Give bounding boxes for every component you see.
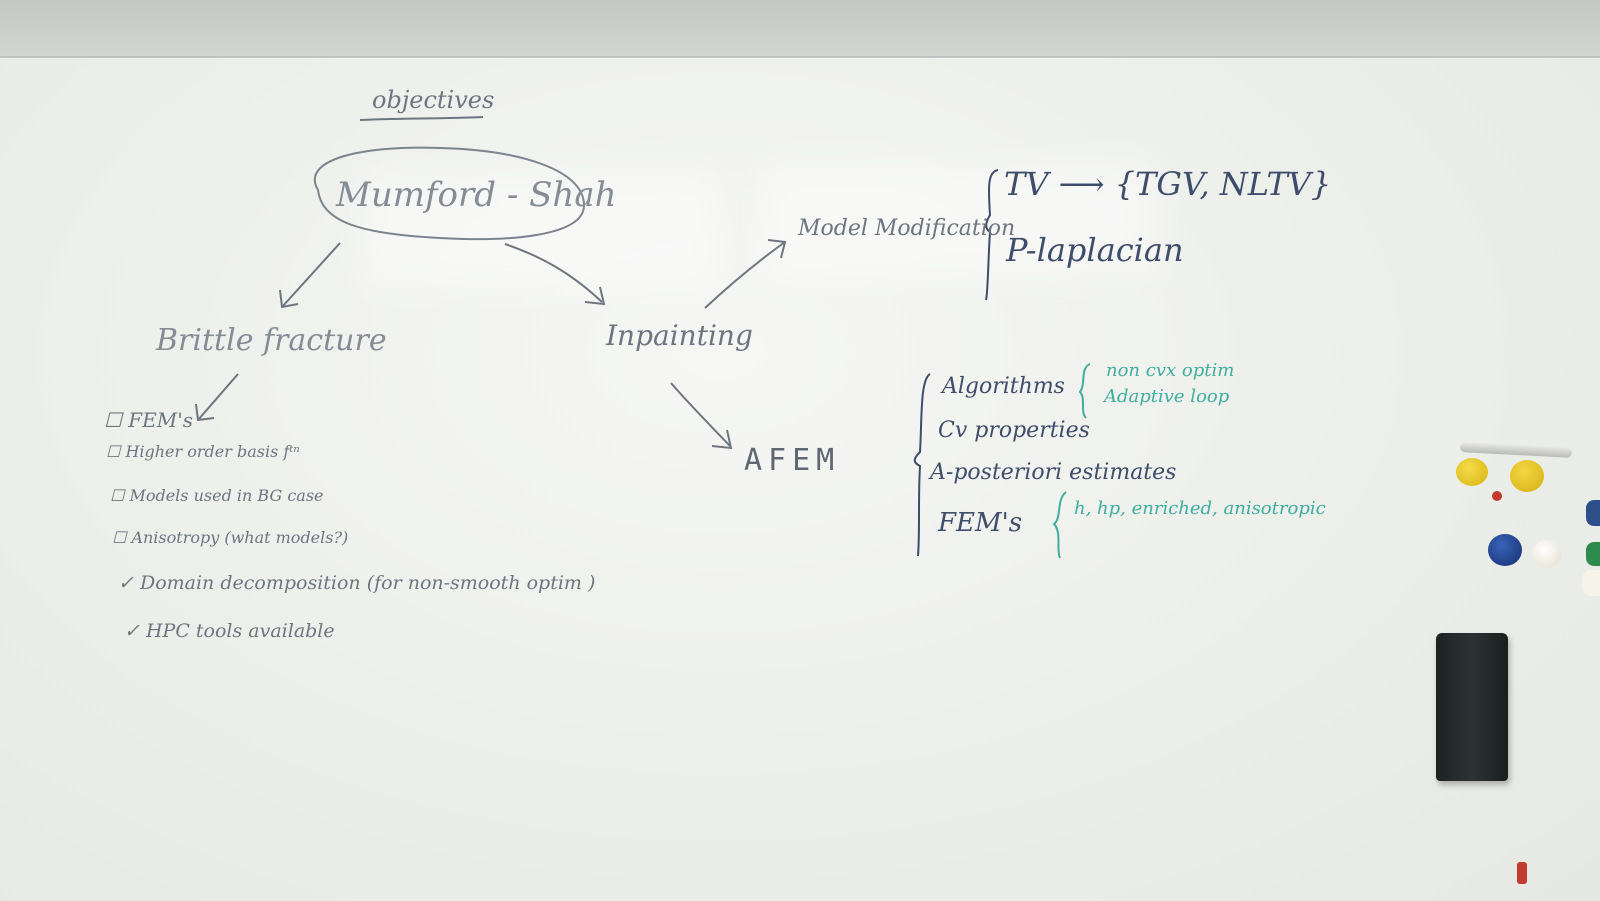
arrow-to-brittle-fracture — [281, 242, 341, 308]
check-icon: ✓ — [118, 572, 134, 594]
checkbox-icon: ☐ — [104, 408, 122, 432]
checkbox-icon: ☐ — [106, 442, 121, 461]
green-magnet — [1586, 542, 1600, 566]
list-item: ☐ Higher order basis fᵗⁿ — [106, 444, 300, 460]
yellow-magnet — [1510, 460, 1544, 492]
algorithms-sub-adaptive-loop: Adaptive loop — [1104, 386, 1230, 407]
brace-fems — [1052, 491, 1067, 559]
list-item-text: Models used in BG case — [129, 486, 324, 505]
inpainting-label: Inpainting — [606, 319, 753, 352]
brace-algorithms — [1078, 363, 1091, 419]
blue-magnet — [1586, 500, 1600, 526]
checkbox-icon: ☐ — [110, 486, 125, 505]
list-item: ☐ Anisotropy (what models?) — [112, 530, 348, 546]
arrow-to-list — [197, 373, 239, 421]
window-reflection — [360, 170, 720, 290]
afem-item-cv-properties: Cv properties — [938, 418, 1090, 443]
afem-item-fems: FEM's — [938, 508, 1023, 538]
board-eraser — [1436, 633, 1508, 781]
window-reflection — [760, 160, 1160, 280]
fems-sub-methods: h, hp, enriched, anisotropic — [1074, 498, 1326, 519]
bracket-model-modification — [985, 169, 999, 301]
afem-label: AFEM — [744, 443, 841, 478]
red-clip — [1517, 862, 1527, 884]
list-item-text: FEM's — [128, 408, 194, 432]
algorithms-sub-non-cvx: non cvx optim — [1106, 360, 1235, 381]
list-item: ☐ FEM's — [104, 410, 193, 430]
list-item: ✓ Domain decomposition (for non-smooth o… — [118, 574, 595, 593]
arrow-to-inpainting — [504, 243, 603, 303]
list-item: ☐ Models used in BG case — [110, 488, 324, 504]
model-item-p-laplacian: P-laplacian — [1006, 231, 1184, 269]
central-node-ellipse — [313, 146, 586, 241]
list-item-text: Higher order basis fᵗⁿ — [125, 442, 300, 461]
check-icon: ✓ — [124, 620, 140, 642]
brittle-fracture-label: Brittle fracture — [156, 323, 387, 358]
blue-magnet — [1488, 534, 1522, 566]
central-node-label: Mumford - Shah — [336, 175, 617, 215]
arrow-to-afem — [670, 382, 731, 447]
bracket-afem — [913, 373, 931, 557]
wall — [0, 0, 1600, 56]
yellow-magnet — [1456, 458, 1488, 486]
white-magnet — [1532, 540, 1562, 568]
checkbox-icon: ☐ — [112, 528, 127, 547]
board-title: objectives — [372, 86, 495, 114]
list-item-text: Domain decomposition (for non-smooth opt… — [139, 572, 596, 594]
afem-item-algorithms: Algorithms — [942, 374, 1065, 399]
whiteboard — [0, 58, 1600, 901]
list-item-text: Anisotropy (what models?) — [131, 528, 349, 547]
white-magnet — [1582, 570, 1600, 596]
model-modification-label: Model Modification — [798, 216, 1016, 241]
model-item-tv: TV ⟶ {TGV, NLTV} — [1004, 165, 1332, 203]
red-magnet — [1492, 491, 1502, 501]
arrow-to-model-modification — [704, 241, 786, 309]
list-item-text: HPC tools available — [145, 620, 335, 642]
afem-item-a-posteriori: A-posteriori estimates — [930, 460, 1177, 485]
list-item: ✓ HPC tools available — [124, 622, 335, 641]
